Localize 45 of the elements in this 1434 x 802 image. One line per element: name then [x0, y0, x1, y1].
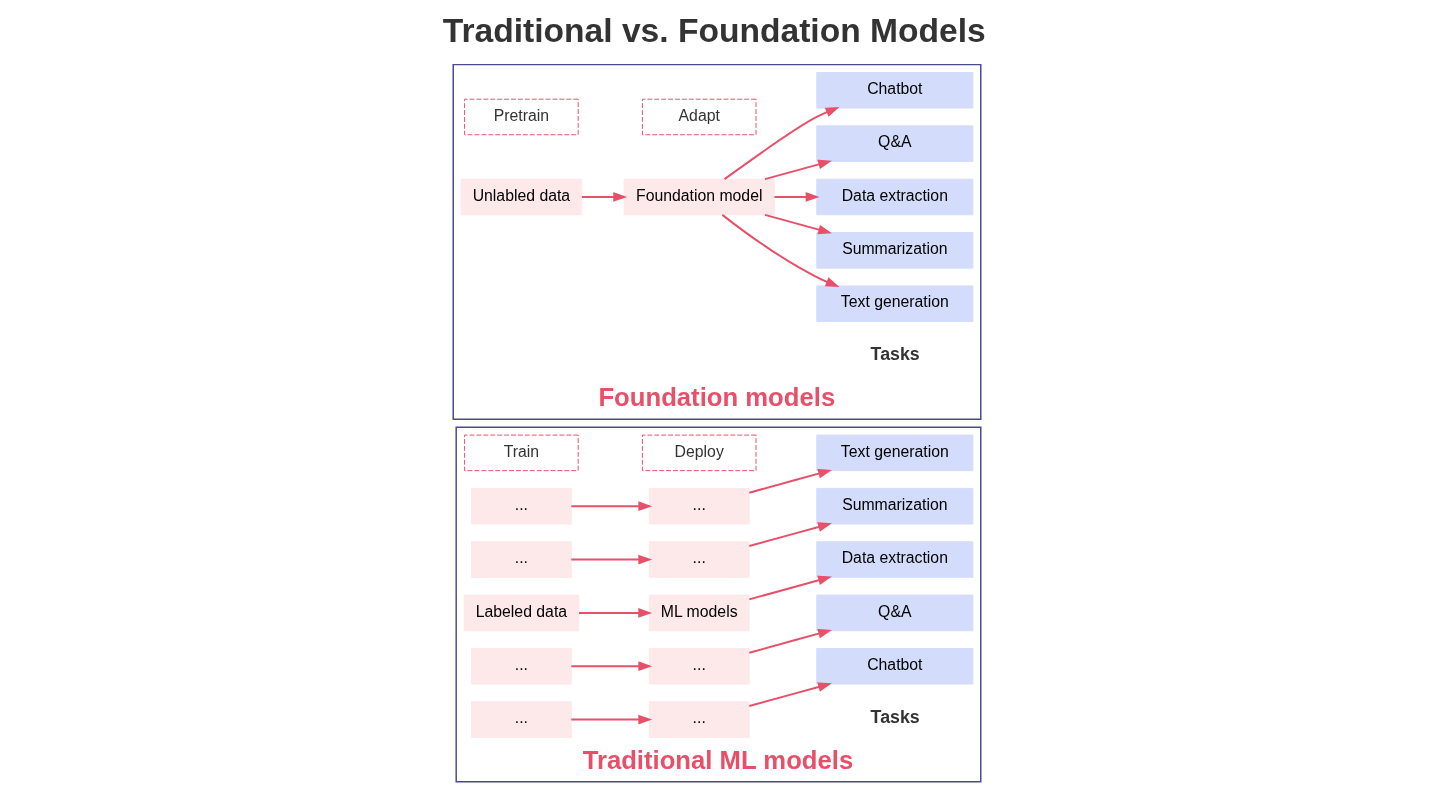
node-box: Deploy — [641, 434, 757, 472]
node-box: ... — [471, 701, 572, 738]
node-box: Adapt — [641, 98, 757, 136]
arrow — [578, 608, 653, 618]
node-box: ... — [648, 487, 750, 525]
arrow — [763, 213, 833, 235]
arrow — [570, 714, 653, 725]
label: Tasks — [870, 344, 920, 365]
node-box: ... — [471, 647, 572, 685]
arrow — [748, 468, 832, 494]
node-box: Unlabled data — [460, 178, 583, 216]
node-box: ... — [471, 487, 572, 525]
node-box: Summarization — [816, 487, 974, 525]
arrow — [748, 522, 832, 547]
arrow — [773, 192, 820, 202]
arrow — [748, 575, 832, 601]
arrow — [580, 192, 628, 202]
node-box: Q&A — [816, 125, 974, 162]
node-box: Data extraction — [816, 178, 974, 216]
node-box: ... — [648, 701, 750, 738]
node-box: Text generation — [816, 434, 974, 472]
node-box: ... — [471, 541, 572, 578]
arrow — [748, 628, 832, 654]
node-box: Summarization — [816, 232, 974, 269]
arrow — [763, 159, 833, 181]
node-box: ... — [648, 647, 750, 685]
arrow — [570, 661, 653, 672]
node-box: ... — [648, 541, 750, 578]
node-box: Chatbot — [816, 72, 974, 109]
node-box: Q&A — [816, 594, 974, 632]
label: Tasks — [870, 706, 920, 727]
node-box: Foundation model — [623, 178, 775, 216]
arrow — [723, 106, 840, 181]
node-box: Data extraction — [816, 541, 974, 578]
arrow — [570, 554, 653, 565]
node-box: Text generation — [816, 285, 974, 322]
node-box: Chatbot — [816, 647, 974, 685]
node-box: ML models — [648, 594, 750, 632]
arrow — [570, 501, 653, 512]
arrow — [748, 682, 832, 708]
node-box: Train — [464, 434, 579, 472]
node-box: Pretrain — [464, 98, 579, 136]
arrow — [721, 213, 840, 287]
node-box: Labeled data — [463, 594, 580, 632]
diagram-title: Traditional vs. Foundation Models — [442, 12, 986, 50]
